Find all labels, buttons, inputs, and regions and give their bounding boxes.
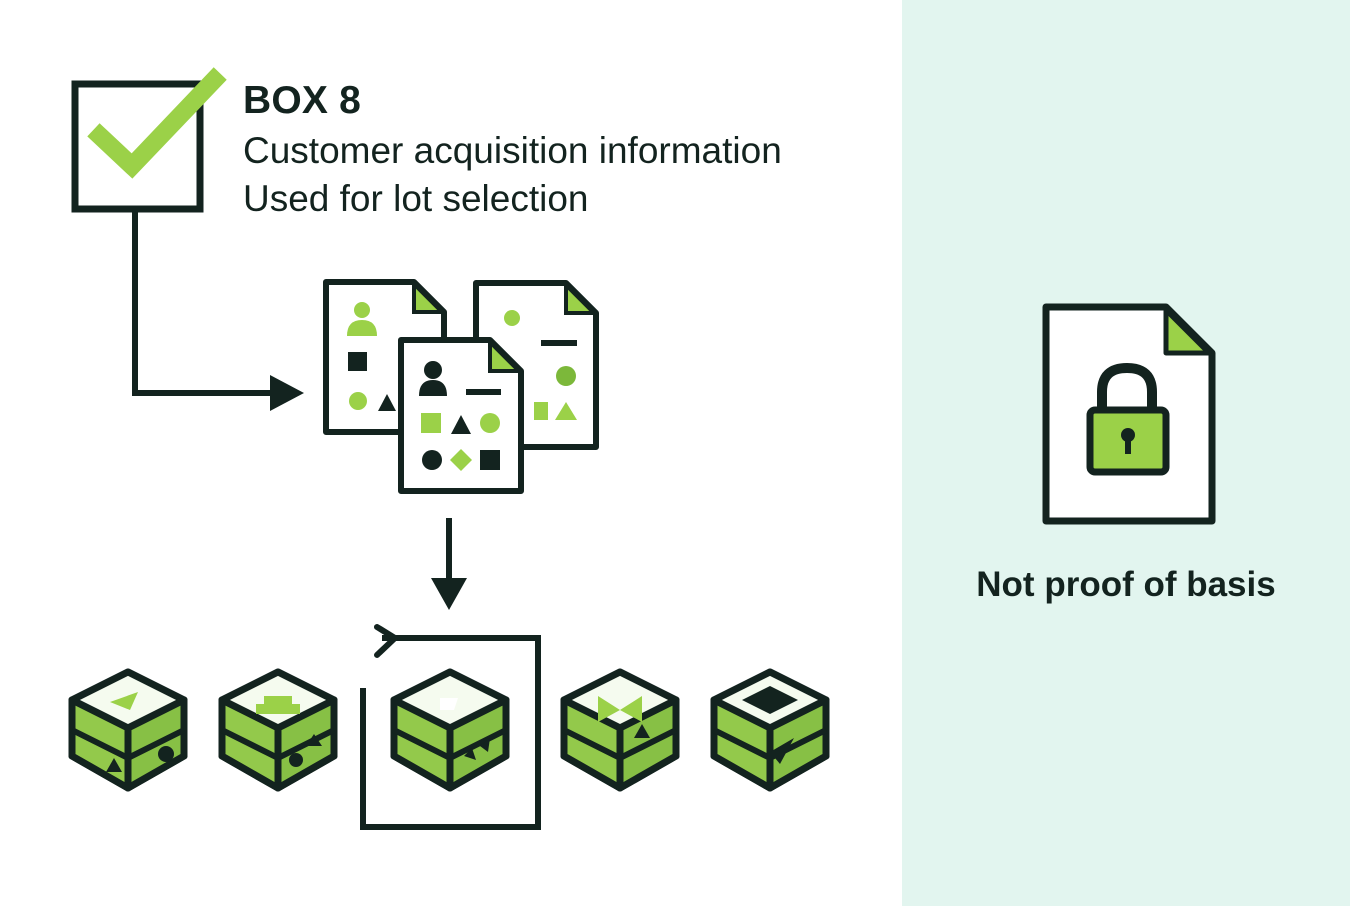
side-panel-caption: Not proof of basis <box>976 565 1276 604</box>
right-arrow-icon <box>270 375 304 411</box>
lot-cube-icon <box>222 672 334 788</box>
customer-record-document-icon <box>398 337 524 494</box>
lot-cube-icon <box>714 672 826 788</box>
lot-cube-icon <box>564 672 676 788</box>
box-description-line-1: Customer acquisition information <box>243 130 782 171</box>
locked-document-icon <box>1042 303 1216 525</box>
bracket-arrowhead <box>374 624 398 658</box>
connector-line <box>132 212 282 396</box>
lot-cube-icon-selected <box>394 672 506 788</box>
box-title: BOX 8 <box>243 79 362 122</box>
selection-bracket-icon <box>360 635 541 830</box>
lot-cube-icon <box>72 672 184 788</box>
box-description-line-2: Used for lot selection <box>243 178 589 219</box>
checkmark-icon <box>87 67 227 179</box>
down-arrow-icon <box>431 578 467 610</box>
